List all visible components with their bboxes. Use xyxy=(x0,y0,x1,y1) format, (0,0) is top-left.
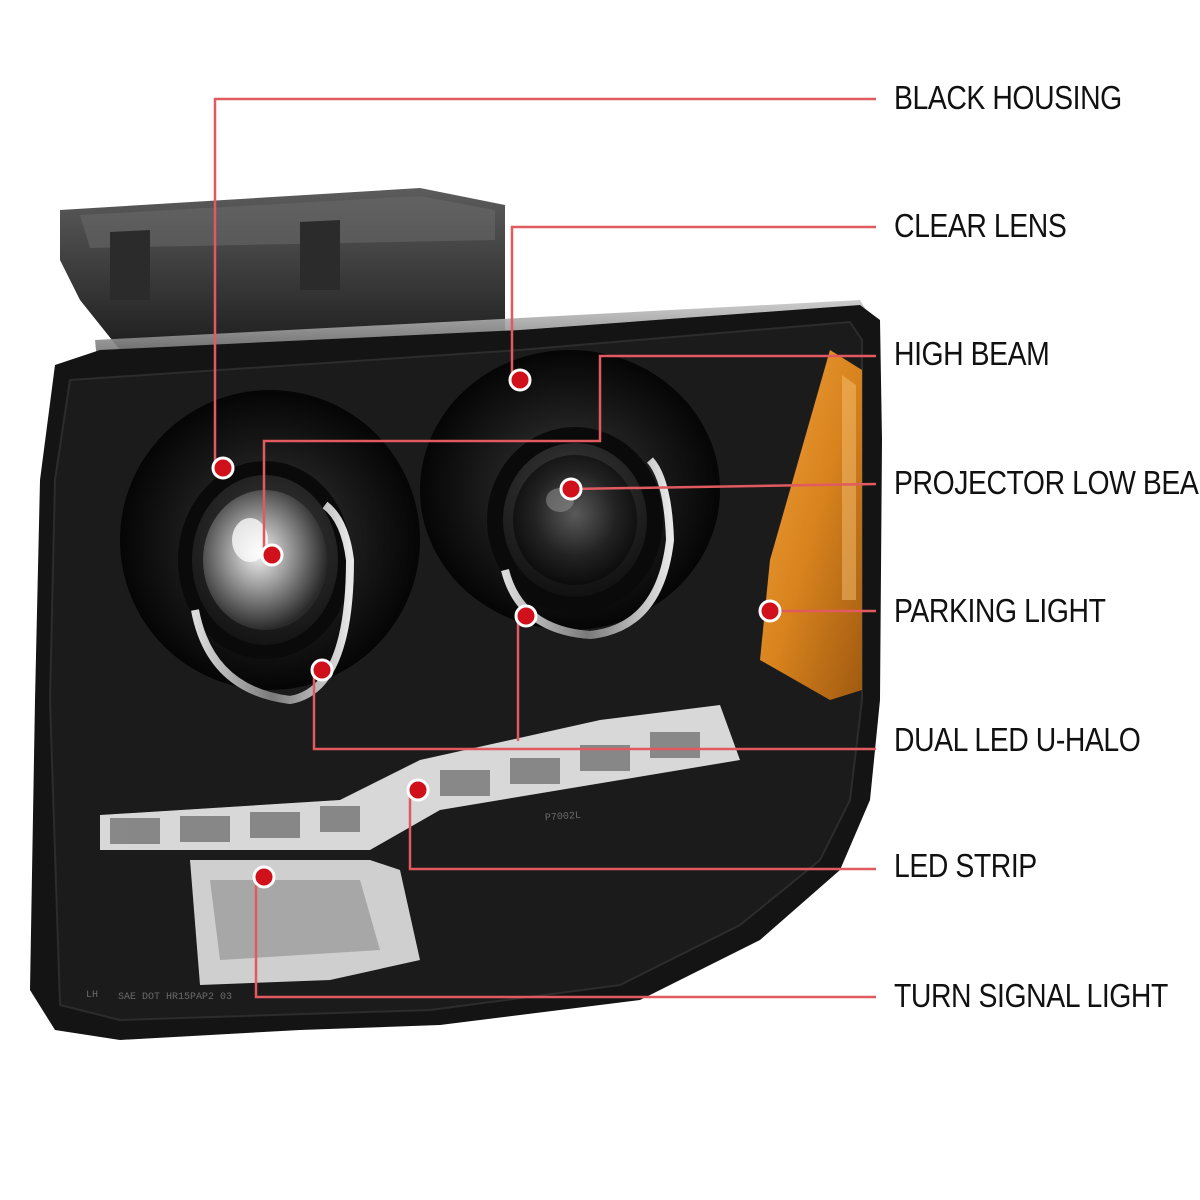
callout-dot-projector-low-beam xyxy=(559,477,583,501)
label-projector-low-beam: PROJECTOR LOW BEAM xyxy=(894,464,1200,501)
callout-dot-parking-light xyxy=(758,599,782,623)
label-dual-led-u-halo: DUAL LED U-HALO xyxy=(894,721,1141,758)
label-parking-light: PARKING LIGHT xyxy=(894,592,1106,629)
callout-dot-high-beam xyxy=(260,543,284,567)
label-led-strip: LED STRIP xyxy=(894,847,1037,884)
callout-dots xyxy=(211,368,782,889)
label-black-housing: BLACK HOUSING xyxy=(894,79,1122,116)
callout-dot-black-housing xyxy=(211,456,235,480)
callout-line-projector-low-beam xyxy=(570,482,877,491)
side-stamp: LH xyxy=(86,990,99,1001)
callout-dot-clear-lens xyxy=(508,368,532,392)
projector-low-beam xyxy=(513,455,637,585)
dot-marking-stamp: SAE DOT HR15PAP2 03 xyxy=(118,992,233,1003)
label-high-beam: HIGH BEAM xyxy=(894,335,1050,372)
amber-reflector xyxy=(760,350,862,700)
label-turn-signal-light: TURN SIGNAL LIGHT xyxy=(894,977,1168,1014)
callout-dot-u-halo-right xyxy=(514,604,538,628)
callout-dot-turn-signal xyxy=(252,865,276,889)
callout-dot-u-halo-left xyxy=(310,658,334,682)
callout-dot-led-strip xyxy=(406,778,430,802)
label-clear-lens: CLEAR LENS xyxy=(894,207,1067,244)
